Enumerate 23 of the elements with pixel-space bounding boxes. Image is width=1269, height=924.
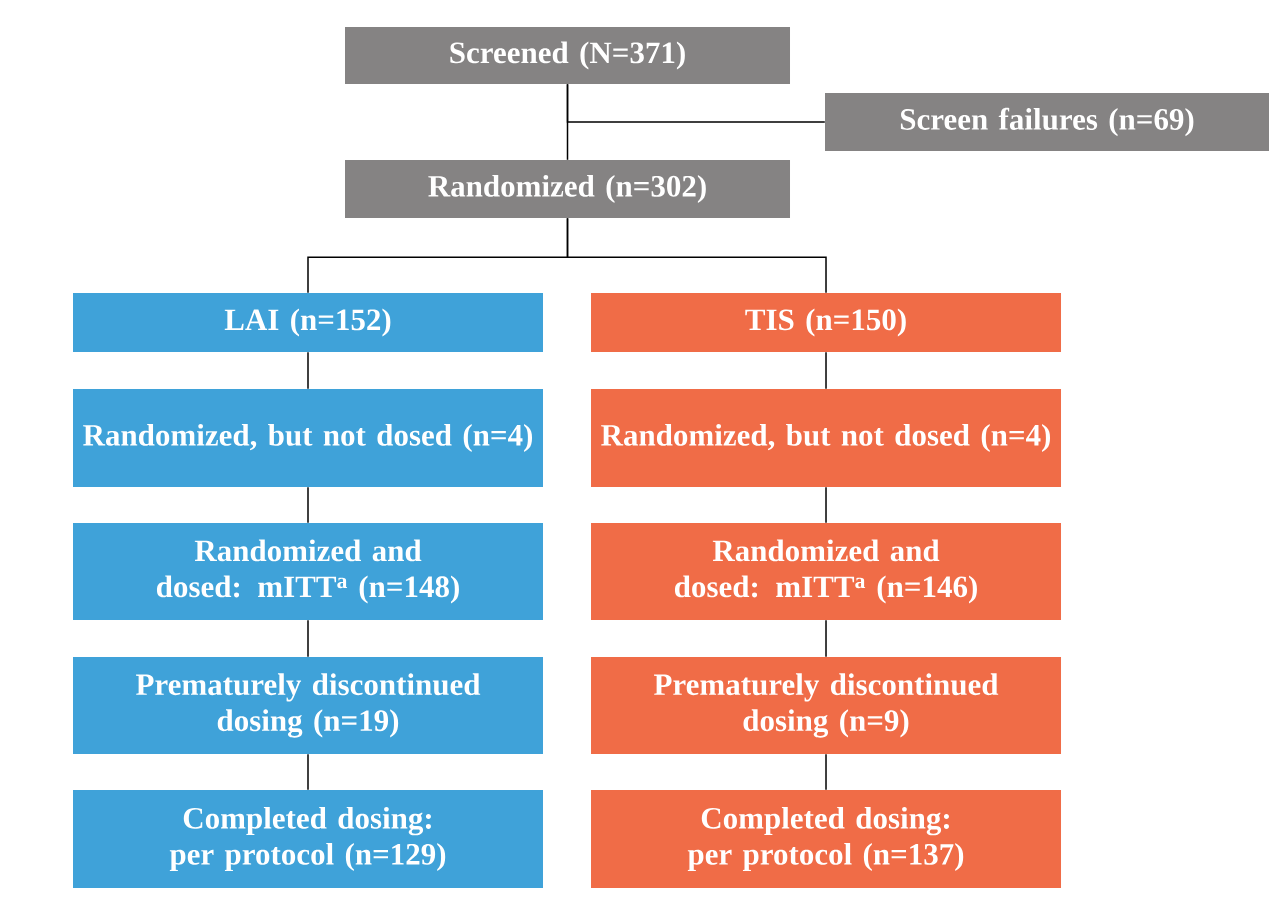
connector-line [566,83,569,161]
flow-box: Prematurely discontinued dosing (n=19) [73,657,543,754]
connector-line [307,486,309,524]
flow-box: Completed dosing: per protocol (n=129) [73,790,543,888]
flow-box: TIS (n=150) [591,293,1061,352]
connector-line [825,486,827,524]
flow-box: Completed dosing: per protocol (n=137) [591,790,1061,888]
connector-line [307,753,309,791]
connector-line [307,351,309,390]
flow-box: Randomized, but not dosed (n=4) [73,389,543,487]
flow-box: Randomized, but not dosed (n=4) [591,389,1061,487]
flow-box: LAI (n=152) [73,293,543,352]
flow-box: Randomized and dosed: mITT$^{a}$ (n=146) [591,523,1061,620]
connector-line [307,619,309,658]
flow-box: Randomized (n=302) [345,160,790,218]
connector-line [566,217,827,294]
flow-box: Screened (N=371) [345,27,790,84]
flow-box: Randomized and dosed: mITT$^{a}$ (n=148) [73,523,543,620]
connector-line [825,753,827,791]
connector-line [825,619,827,658]
flow-box: Prematurely discontinued dosing (n=9) [591,657,1061,754]
flow-box: Screen failures (n=69) [825,93,1269,151]
connector-line [825,351,827,390]
